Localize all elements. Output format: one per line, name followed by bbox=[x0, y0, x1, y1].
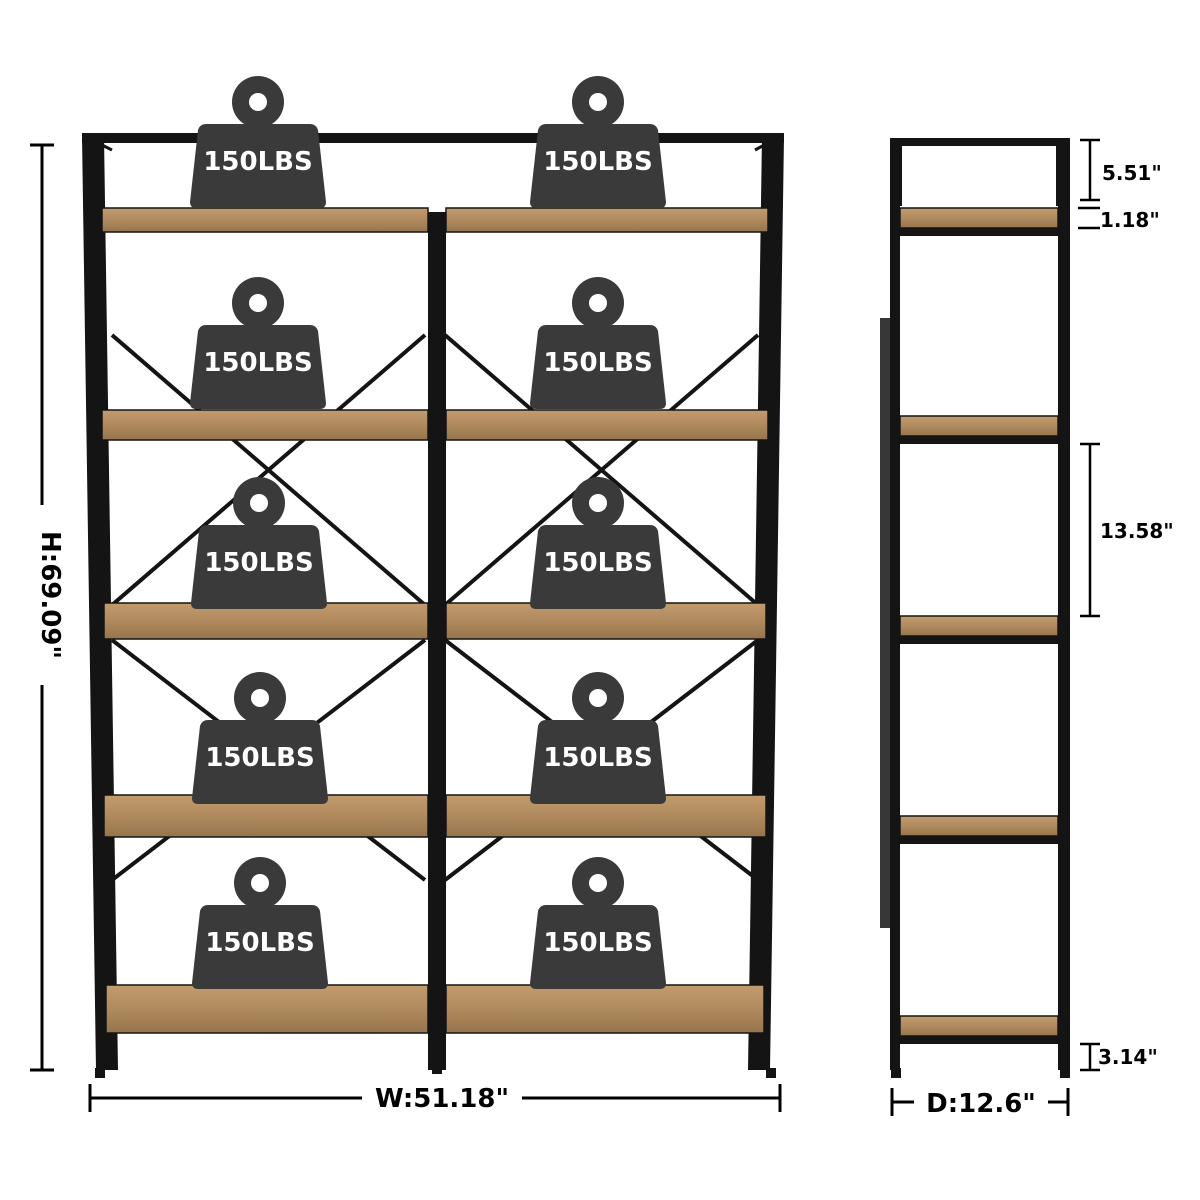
shelf-spacing-label: 13.58" bbox=[1100, 519, 1174, 543]
weight-icon: 150LBS bbox=[530, 672, 666, 804]
weight-label: 150LBS bbox=[204, 548, 313, 578]
weight-icon: 150LBS bbox=[530, 277, 666, 409]
weight-label: 150LBS bbox=[543, 348, 652, 378]
side-shelf-4 bbox=[899, 815, 1059, 844]
weight-icon: 150LBS bbox=[190, 76, 326, 208]
side-back-post bbox=[1058, 138, 1070, 1070]
side-shelves bbox=[899, 207, 1059, 1044]
top-gap-label: 5.51" bbox=[1102, 161, 1162, 185]
weight-label: 150LBS bbox=[205, 928, 314, 958]
shelf-spacing-dimension bbox=[1080, 442, 1100, 618]
weight-label: 150LBS bbox=[543, 743, 652, 773]
weight-icon: 150LBS bbox=[191, 477, 327, 609]
width-label: W:51.18" bbox=[375, 1084, 509, 1114]
weight-icon: 150LBS bbox=[192, 672, 328, 804]
side-front-post bbox=[890, 138, 900, 1070]
height-label: H:69.09" bbox=[35, 531, 65, 659]
side-shelf-5 bbox=[899, 1015, 1059, 1044]
weight-label: 150LBS bbox=[543, 548, 652, 578]
side-shelf-1 bbox=[899, 207, 1059, 236]
top-rail bbox=[82, 133, 784, 143]
shelf-thickness-dimension bbox=[1078, 206, 1100, 230]
weight-label: 150LBS bbox=[203, 348, 312, 378]
weight-icon: 150LBS bbox=[192, 857, 328, 989]
weights-layer: 150LBS 150LBS 150LBS 150LBS 150LBS 150LBS 150L… bbox=[190, 76, 666, 989]
weight-icon: 150LBS bbox=[190, 277, 326, 409]
bottom-clearance-dimension bbox=[1080, 1042, 1100, 1072]
weight-icon: 150LBS bbox=[530, 857, 666, 989]
front-view: 150LBS 150LBS 150LBS 150LBS 150LBS 150LBS 150L… bbox=[82, 76, 784, 1078]
top-gap-dimension bbox=[1080, 138, 1100, 202]
side-shelf-3 bbox=[899, 615, 1059, 644]
center-post bbox=[428, 212, 446, 1070]
shelf-2 bbox=[101, 409, 769, 441]
weight-label: 150LBS bbox=[543, 147, 652, 177]
shelf-thickness-label: 1.18" bbox=[1100, 208, 1160, 232]
shelf-3 bbox=[103, 602, 767, 640]
side-shelf-2 bbox=[899, 415, 1059, 444]
weight-label: 150LBS bbox=[205, 743, 314, 773]
weight-label: 150LBS bbox=[543, 928, 652, 958]
bottom-clearance-label: 3.14" bbox=[1098, 1045, 1158, 1069]
front-shelves bbox=[101, 207, 769, 1034]
weight-icon: 150LBS bbox=[530, 76, 666, 208]
weight-label: 150LBS bbox=[203, 147, 312, 177]
side-view bbox=[880, 138, 1070, 1078]
weight-icon: 150LBS bbox=[530, 477, 666, 609]
depth-label: D:12.6" bbox=[926, 1089, 1036, 1119]
shelf-1 bbox=[101, 207, 769, 233]
